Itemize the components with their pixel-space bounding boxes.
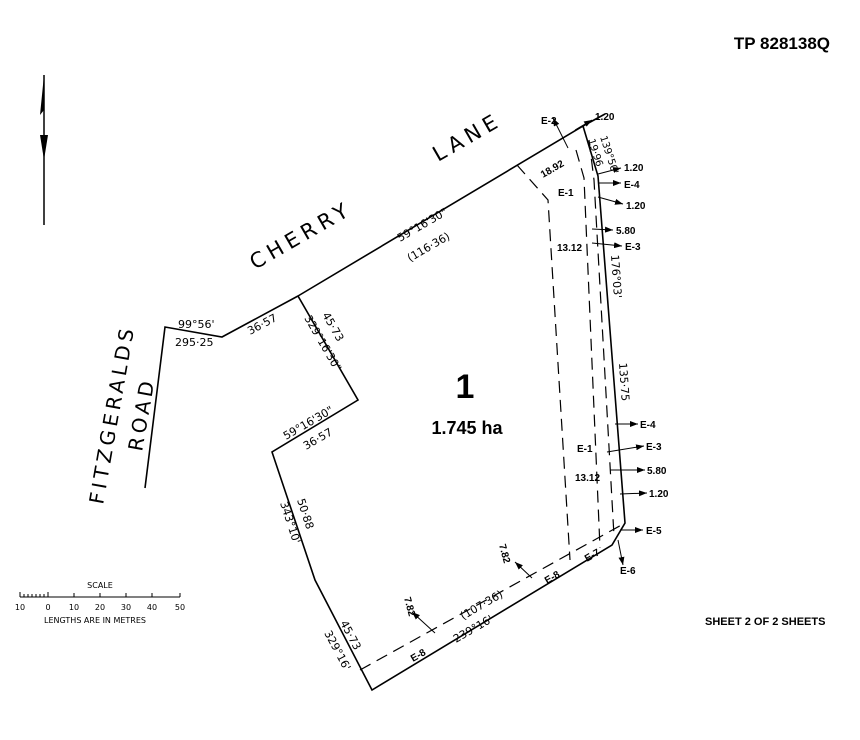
easement-label: E-8 xyxy=(409,647,428,665)
dimension-arrows xyxy=(411,117,648,634)
width-label: 7.82 xyxy=(496,543,512,565)
north-arrow-icon xyxy=(40,75,48,225)
bearing-label: 99°56' xyxy=(178,318,215,331)
scale-tick: 50 xyxy=(175,603,185,612)
easement-label: E-5 xyxy=(646,526,662,537)
width-label: 1.20 xyxy=(626,201,646,212)
width-label: 1.20 xyxy=(595,112,615,123)
width-label: 5.80 xyxy=(616,226,636,237)
bearings: 59°16'30" (116·36) 139°50' 19·96 176°03'… xyxy=(175,135,632,673)
width-label: 1.20 xyxy=(624,163,644,174)
easement-label: E-8 xyxy=(543,569,562,587)
width-label: 7.82 xyxy=(401,596,417,618)
sheet-label: SHEET 2 OF 2 SHEETS xyxy=(705,616,826,628)
width-label: 5.80 xyxy=(647,466,667,477)
road-name-cherry: CHERRY xyxy=(246,196,357,274)
scale-note: LENGTHS ARE IN METRES xyxy=(44,616,146,625)
scale-bar: SCALE 10 0 10 20 30 40 50 LENGTHS ARE IN… xyxy=(15,581,185,625)
easement-label: E-4 xyxy=(640,420,656,431)
road-boundaries xyxy=(144,113,606,489)
distance-label: 135·75 xyxy=(616,362,632,401)
easement-label: E-2 xyxy=(541,116,557,127)
width-label: 13.12 xyxy=(557,243,582,254)
easement-label: E-6 xyxy=(620,566,636,577)
easement-label: E-1 xyxy=(577,444,593,455)
scale-tick: 0 xyxy=(45,603,50,612)
scale-title: SCALE xyxy=(87,581,113,590)
scale-tick: 30 xyxy=(121,603,131,612)
road-name-lane: LANE xyxy=(429,108,506,167)
scale-tick: 40 xyxy=(147,603,157,612)
easement-label: E-7 xyxy=(583,547,602,565)
plan-number: TP 828138Q xyxy=(733,34,830,53)
scale-tick: 10 xyxy=(15,603,25,612)
easement-label: E-3 xyxy=(646,442,662,453)
width-label: 18.92 xyxy=(539,158,567,180)
scale-tick: 10 xyxy=(69,603,79,612)
width-label: 13.12 xyxy=(575,473,600,484)
distance-label: 295·25 xyxy=(175,336,214,349)
lot-area: 1.745 ha xyxy=(431,418,503,438)
width-label: 1.20 xyxy=(649,489,669,500)
easement-label: E-3 xyxy=(625,242,641,253)
scale-tick: 20 xyxy=(95,603,105,612)
easement-label: E-4 xyxy=(624,180,640,191)
lot-number: 1 xyxy=(456,368,475,406)
bearing-label: 176°03' xyxy=(608,254,624,298)
easement-label: E-1 xyxy=(558,188,574,199)
easement-lines xyxy=(359,139,626,671)
